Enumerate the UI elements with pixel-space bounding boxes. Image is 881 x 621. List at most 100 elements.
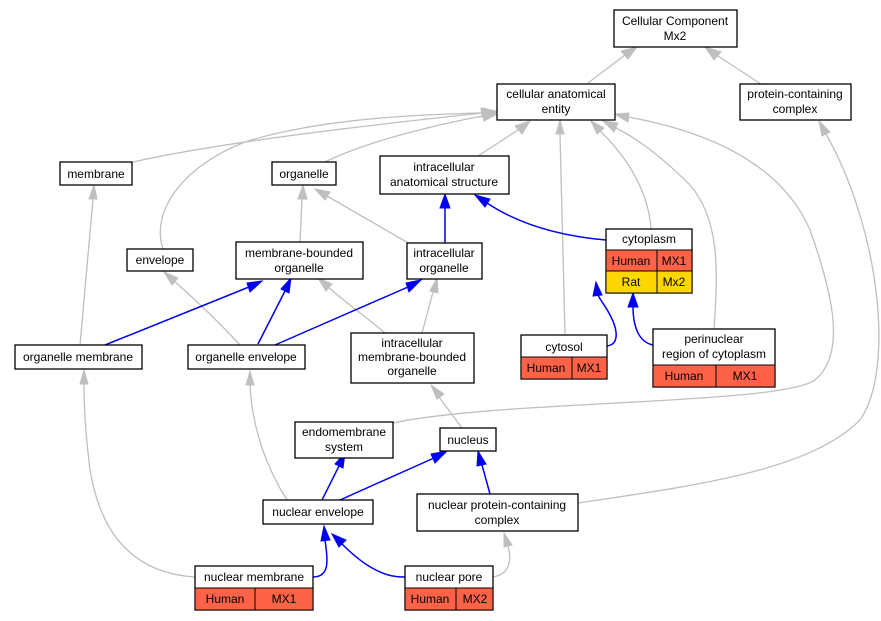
edge-np-npcc-arrow — [503, 531, 513, 548]
edge-imbo-io-arrow — [429, 276, 439, 294]
node-cytosol[interactable]: cytosol Human MX1 — [520, 334, 608, 380]
edge-organelle-cae — [324, 115, 484, 163]
node-cellular-anatomical-entity[interactable]: cellular anatomical entity — [496, 83, 616, 121]
species-cell: Human — [527, 361, 566, 375]
node-nuclear-membrane[interactable]: nuclear membrane Human MX1 — [194, 565, 314, 611]
node-nuclear-envelope[interactable]: nuclear envelope — [262, 499, 374, 525]
edge-cae-root — [587, 54, 626, 84]
edge-oe-envelope — [173, 280, 241, 346]
edge-imbo-mbo-arrow — [316, 276, 333, 292]
species-cell: Rat — [622, 275, 641, 289]
node-label: cytosol — [545, 340, 582, 354]
gene-cell: MX1 — [733, 369, 758, 383]
node-label: protein-containing — [747, 87, 842, 101]
edge-nm-om — [83, 383, 196, 578]
node-label: intracellular — [381, 336, 442, 350]
node-label: membrane-bounded — [358, 350, 466, 364]
annotation-row: Human MX1 — [605, 249, 693, 272]
edge-npcc-nucleus — [481, 464, 491, 495]
edge-ne-oe — [249, 384, 288, 501]
node-intracellular-organelle[interactable]: intracellular organelle — [406, 242, 483, 280]
node-protein-containing-complex[interactable]: protein-containing complex — [739, 83, 852, 121]
edge-nm-ne — [312, 539, 328, 578]
node-label: nucleus — [447, 433, 488, 447]
node-label: cytoplasm — [622, 232, 676, 246]
node-label: organelle envelope — [195, 350, 297, 364]
edge-perinuclear-cae-arrow — [601, 120, 619, 133]
node-intracellular-anatomical-structure[interactable]: intracellular anatomical structure — [379, 155, 510, 195]
edge-cytoplasm-cae-arrow — [589, 119, 605, 135]
edge-mbo-organelle-arrow — [297, 183, 308, 200]
node-label: perinuclear — [684, 332, 743, 346]
edge-oe-mbo — [257, 290, 286, 345]
edge-pcc-root — [717, 55, 765, 87]
node-label: intracellular — [413, 246, 474, 260]
edge-np-ne-arrow — [330, 532, 347, 548]
node-label: region of cytoplasm — [662, 347, 766, 361]
node-organelle[interactable]: organelle — [271, 161, 337, 186]
edge-nucleus-imbo — [438, 396, 463, 429]
node-label: intracellular — [413, 160, 474, 174]
node-label: envelope — [136, 253, 185, 267]
edge-cytoplasm-ias — [486, 202, 607, 241]
node-label: complex — [773, 102, 818, 116]
node-label: nuclear protein-containing — [428, 498, 566, 512]
edge-cytosol-cytoplasm-arrow — [592, 280, 603, 297]
node-nucleus[interactable]: nucleus — [439, 427, 497, 452]
edge-om-mbo — [104, 286, 250, 346]
edge-oe-io-arrow — [405, 279, 423, 293]
species-cell: Human — [411, 592, 450, 606]
node-label: entity — [542, 102, 571, 116]
edge-ne-nucleus — [339, 457, 435, 501]
node-label: organelle — [419, 261, 469, 275]
node-label: nuclear pore — [416, 570, 483, 584]
edge-np-ne — [341, 543, 406, 578]
edge-cytoplasm-ias-arrow — [473, 194, 491, 208]
annotation-row: Human MX1 — [652, 364, 776, 388]
species-cell: Human — [612, 254, 651, 268]
gene-cell: Mx2 — [663, 275, 686, 289]
edge-nucleus-imbo-arrow — [429, 383, 445, 400]
edge-cytosol-cae-arrow — [555, 118, 565, 135]
edges — [79, 46, 880, 578]
node-label: complex — [475, 513, 520, 527]
node-label: membrane-bounded — [245, 246, 353, 260]
edge-imbo-mbo — [327, 286, 386, 334]
node-label: organelle — [279, 167, 329, 181]
node-membrane[interactable]: membrane — [59, 161, 133, 186]
edge-oe-mbo-arrow — [280, 276, 292, 294]
node-nuclear-protein-containing-complex[interactable]: nuclear protein-containing complex — [416, 493, 579, 532]
edge-cytoplasm-cae — [599, 130, 652, 230]
edge-perinuclear-cae — [615, 127, 717, 330]
node-label: anatomical structure — [390, 175, 498, 189]
edge-om-membrane-arrow — [88, 183, 98, 200]
node-perinuclear-region[interactable]: perinuclear region of cytoplasm Human MX… — [652, 328, 776, 388]
node-organelle-envelope[interactable]: organelle envelope — [187, 344, 306, 370]
edge-npcc-pcc — [577, 133, 880, 504]
edge-ne-nucleus-arrow — [430, 450, 449, 464]
edge-npcc-nucleus-arrow — [476, 449, 487, 467]
node-cytoplasm[interactable]: cytoplasm Human MX1 Rat Mx2 — [605, 228, 693, 294]
node-label: cellular anatomical — [506, 87, 605, 101]
edge-ne-endo — [321, 465, 340, 501]
edge-nm-ne-arrow — [320, 524, 331, 542]
species-cell: Human — [665, 369, 704, 383]
node-endomembrane-system[interactable]: endomembrane system — [294, 421, 394, 459]
edge-cytosol-cytoplasm — [597, 294, 617, 347]
node-membrane-bounded-organelle[interactable]: membrane-bounded organelle — [235, 241, 364, 280]
node-cellular-component[interactable]: Cellular Component Mx2 — [613, 9, 738, 48]
node-label: organelle membrane — [23, 350, 133, 364]
edge-pcc-root-arrow — [703, 46, 722, 61]
edge-io-organelle — [326, 195, 411, 245]
node-envelope[interactable]: envelope — [126, 248, 194, 272]
edge-io-organelle-arrow — [313, 188, 331, 201]
edge-imbo-io — [421, 291, 434, 334]
edge-envelope-cae-arrow — [483, 107, 499, 118]
annotation-row: Human MX2 — [404, 587, 494, 611]
node-intracellular-membrane-bounded-organelle[interactable]: intracellular membrane-bounded organelle — [350, 332, 475, 384]
annotation-row: Rat Mx2 — [605, 270, 693, 294]
edge-om-membrane — [79, 198, 94, 346]
node-organelle-membrane[interactable]: organelle membrane — [14, 344, 143, 370]
edge-npcc-pcc-arrow — [818, 119, 831, 137]
node-nuclear-pore[interactable]: nuclear pore Human MX2 — [404, 565, 494, 611]
